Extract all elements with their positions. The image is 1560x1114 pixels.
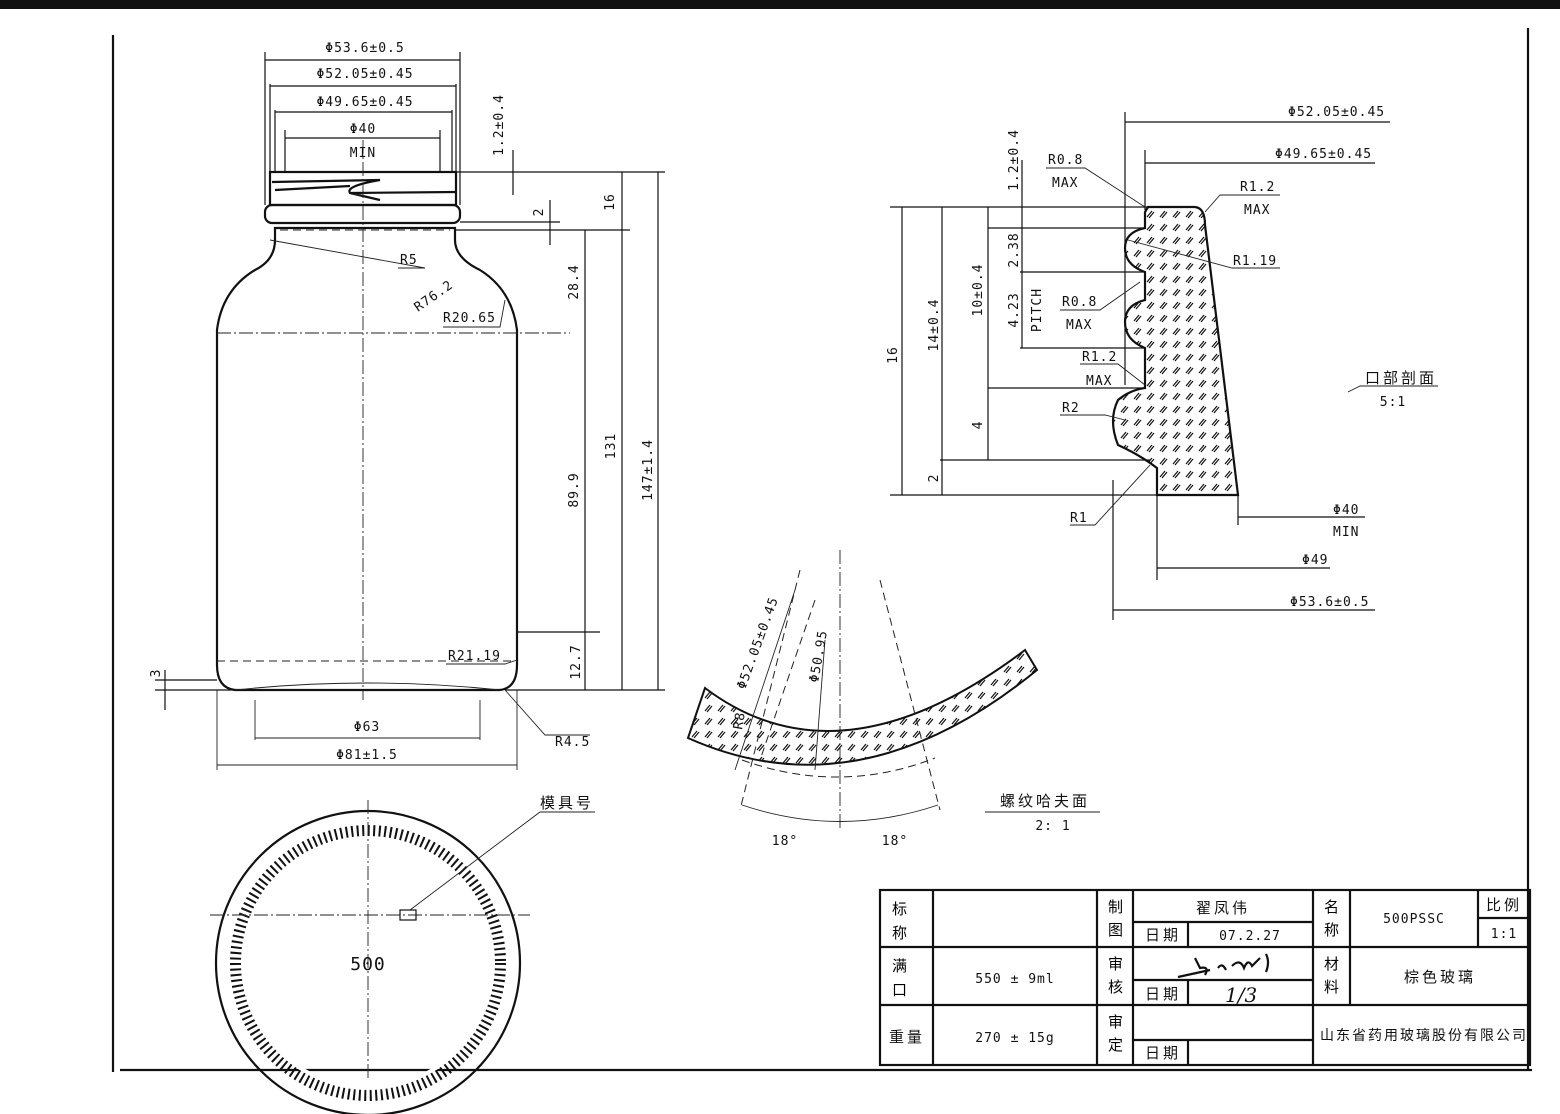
product-name: 500PSSC (1383, 912, 1445, 927)
section-dim-bore-min: MIN (1333, 525, 1359, 540)
section-dim-14: 14±0.4 (927, 299, 942, 352)
dim-finish-top-height: 1.2±0.4 (492, 94, 507, 156)
drawn-by: 翟凤伟 (1196, 899, 1250, 917)
checked-label: 审核 (1108, 955, 1124, 996)
finish-section-view: Φ52.05±0.45 Φ49.65±0.45 R0.8 MAX R1.2 MA… (886, 105, 1438, 620)
radius-r76-2: R76.2 (412, 278, 457, 316)
section-dim-outer-diameter: Φ53.6±0.5 (1290, 595, 1369, 610)
drawn-label: 制图 (1108, 898, 1124, 939)
drawing-border (111, 28, 1532, 1072)
dim-bore-diameter: Φ40 (350, 122, 376, 137)
radius-r4-5: R4.5 (555, 735, 590, 750)
scan-top-edge (0, 0, 1560, 9)
section-dim-10: 10±0.4 (971, 264, 986, 317)
section-radius-r1-2-top-max: MAX (1244, 203, 1270, 218)
name-label: 名称 (1324, 898, 1340, 939)
section-dim-ring-diameter: Φ49 (1302, 553, 1328, 568)
drawn-date-label: 日期 (1145, 926, 1181, 944)
scale-value: 1:1 (1491, 927, 1517, 942)
dim-thread-pitch-diameter: Φ50.95 (807, 629, 831, 684)
section-dim-thread-major: Φ52.05±0.45 (1288, 105, 1385, 120)
thread-view-title: 螺纹哈夫面 (1000, 792, 1090, 810)
section-pitch-label: PITCH (1030, 288, 1045, 332)
section-radius-r0-8-mid-max: MAX (1066, 318, 1092, 333)
dim-thread-major-diameter: Φ52.05±0.45 (316, 67, 413, 82)
weight-value: 270 ± 15g (975, 1031, 1054, 1046)
nominal-capacity-label: 标称容量 (892, 900, 912, 942)
dim-base-diameter: Φ63 (354, 720, 380, 735)
brim-capacity-value: 550 ± 9ml (975, 972, 1054, 987)
dim-height-below-finish: 131 (604, 433, 619, 459)
radius-r21-19: R21.19 (448, 649, 501, 664)
section-dim-bore: Φ40 (1333, 503, 1359, 518)
dim-finish-height: 16 (603, 193, 618, 211)
section-radius-r1-19: R1.19 (1233, 254, 1277, 269)
material-value: 棕色玻璃 (1404, 968, 1476, 986)
thread-split-view: Φ52.05±0.45 Φ50.95 R8 18° 18° 螺纹哈夫面 2: 1 (686, 550, 1100, 849)
section-dim-4: 4 (971, 421, 986, 430)
dim-body-diameter: Φ81±1.5 (336, 748, 398, 763)
angle-right: 18° (882, 834, 908, 849)
section-view-scale: 5:1 (1380, 395, 1406, 410)
dim-ring-height: 2 (532, 208, 547, 217)
section-radius-r1-2-top: R1.2 (1240, 180, 1275, 195)
section-radius-r1-2-low-max: MAX (1086, 374, 1112, 389)
checked-date: 1/3 (1225, 983, 1257, 1007)
section-dim-top-height: 1.2±0.4 (1007, 129, 1022, 191)
dim-finish-outer-diameter: Φ53.6±0.5 (325, 41, 404, 56)
title-block: 标称容量 满口容量 重量 550 ± 9ml 270 ± 15g 制图 审核 审… (878, 888, 1532, 1067)
angle-left: 18° (772, 834, 798, 849)
thread-view-scale: 2: 1 (1035, 819, 1070, 834)
section-dim-thread-minor: Φ49.65±0.45 (1275, 147, 1372, 162)
weight-label: 重量 (889, 1028, 925, 1046)
checked-by-signature (1177, 953, 1270, 979)
section-dim-16: 16 (886, 346, 901, 364)
dim-shoulder-height: 28.4 (567, 264, 582, 299)
company-name: 山东省药用玻璃股份有限公司 (1320, 1027, 1528, 1044)
dim-heel-height: 12.7 (569, 644, 584, 679)
material-label: 材料 (1324, 955, 1340, 996)
dim-overall-height: 147±1.4 (641, 439, 656, 501)
dim-body-height: 89.9 (567, 472, 582, 507)
approved-label: 审定 (1108, 1013, 1124, 1054)
dim-base-recess: 3 (149, 669, 164, 678)
dim-thread-minor-diameter: Φ49.65±0.45 (316, 95, 413, 110)
section-radius-r0-8-mid: R0.8 (1062, 295, 1097, 310)
scale-label: 比例 (1486, 896, 1522, 914)
dim-thread-major: Φ52.05±0.45 (735, 595, 782, 691)
section-dim-pitch: 4.23 (1007, 292, 1022, 327)
approved-date-label: 日期 (1145, 1044, 1181, 1062)
radius-r5: R5 (400, 253, 418, 268)
brim-capacity-label: 满口容量 (892, 957, 912, 999)
capacity-embossing: 500 (350, 954, 386, 975)
radius-r20-65: R20.65 (443, 311, 496, 326)
section-dim-thread-height: 2.38 (1007, 232, 1022, 267)
section-dim-2: 2 (927, 474, 942, 483)
drawn-date: 07.2.27 (1219, 929, 1281, 944)
section-radius-r0-8-top: R0.8 (1048, 153, 1083, 168)
section-view-title: 口部剖面 (1365, 369, 1437, 387)
section-radius-r2: R2 (1062, 401, 1080, 416)
radius-r8: R8 (731, 711, 749, 731)
section-radius-r1: R1 (1070, 511, 1088, 526)
bottle-bottom-view: 模具号 500 (210, 794, 595, 1114)
checked-date-label: 日期 (1145, 985, 1181, 1003)
mold-number-label: 模具号 (540, 794, 594, 812)
dim-bore-min: MIN (350, 146, 376, 161)
section-radius-r1-2-low: R1.2 (1082, 350, 1117, 365)
section-radius-r0-8-top-max: MAX (1052, 176, 1078, 191)
bottle-front-view: Φ53.6±0.5 Φ52.05±0.45 Φ49.65±0.45 Φ40 MI… (149, 41, 665, 770)
